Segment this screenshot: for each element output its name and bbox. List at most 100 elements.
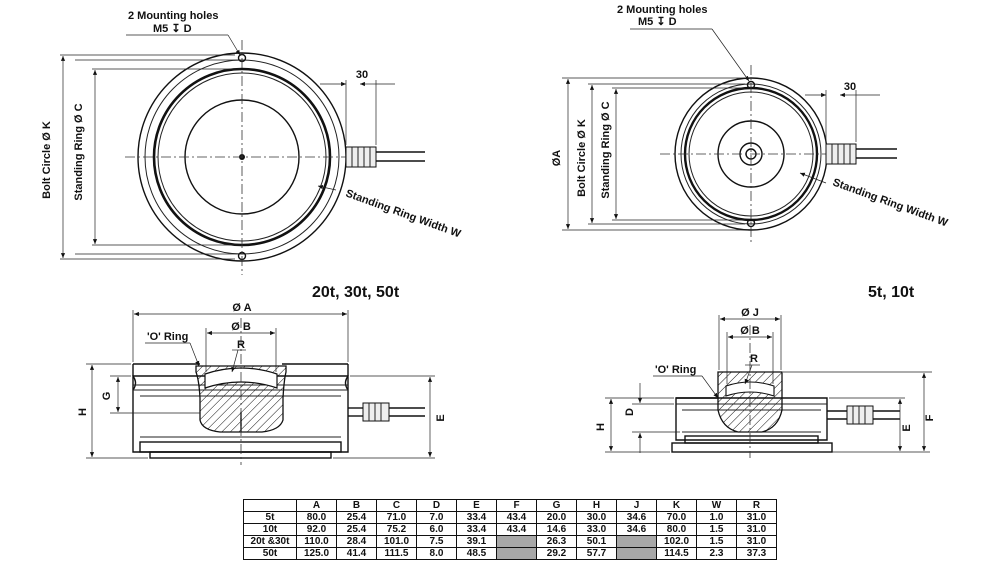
table-header-cell: D (416, 499, 457, 512)
table-cell: 1.5 (696, 523, 737, 536)
table-cell: 7.5 (416, 535, 457, 548)
table-cell: 125.0 (296, 547, 337, 560)
table-cell: 50.1 (576, 535, 617, 548)
table-cell: 29.2 (536, 547, 577, 560)
table-cell: 14.6 (536, 523, 577, 536)
table-cell: 80.0 (656, 523, 697, 536)
cable-gland (345, 146, 377, 168)
table-cell: 34.6 (616, 523, 657, 536)
technical-drawing: 30 2 Mounting holes M5 ↧ D Bolt Circle Ø… (41, 4, 950, 465)
mount-hole-bottom-small (746, 218, 756, 228)
table-cell: 111.5 (376, 547, 417, 560)
table-cell: 39.1 (456, 535, 497, 548)
table-cell: 43.4 (496, 523, 537, 536)
dia-b-label-left: Ø B (231, 321, 251, 333)
table-row-label: 5t (243, 511, 297, 524)
table-cell: 31.0 (736, 511, 777, 524)
standing-ring-label-right: Standing Ring Ø C (600, 101, 612, 198)
section-view-large: Ø A Ø B 'O' Ring R G H E (77, 302, 447, 465)
table-header-row: A B C D E F G H J K W R (243, 499, 777, 512)
dia-a-label: Ø A (232, 302, 251, 314)
section-view-small: Ø J Ø B R 'O' Ring H D E F (595, 307, 936, 458)
table-header-cell: W (696, 499, 737, 512)
table-cell: 48.5 (456, 547, 497, 560)
g-label: G (101, 392, 113, 401)
table-cell: 33.4 (456, 523, 497, 536)
table-cell: 20.0 (536, 511, 577, 524)
table-row-label: 50t (243, 547, 297, 560)
table-cell: 31.0 (736, 535, 777, 548)
e-label-left: E (435, 414, 447, 421)
table-header-cell: B (336, 499, 377, 512)
table-header-cell: K (656, 499, 697, 512)
table-header-cell: C (376, 499, 417, 512)
mounting-holes-label-left: 2 Mounting holes (128, 10, 218, 22)
table-header-cell: G (536, 499, 577, 512)
table-cell: 2.3 (696, 547, 737, 560)
plan-view-large: 30 2 Mounting holes M5 ↧ D Bolt Circle Ø… (41, 10, 463, 275)
table-cell: 33.4 (456, 511, 497, 524)
dia-j-label: Ø J (741, 307, 759, 319)
e-label-right: E (901, 424, 913, 431)
table-cell: 37.3 (736, 547, 777, 560)
f-label-right: F (924, 414, 936, 421)
table-cell: 25.4 (336, 523, 377, 536)
table-cell: 25.4 (336, 511, 377, 524)
table-cell: 70.0 (656, 511, 697, 524)
table-cell: 28.4 (336, 535, 377, 548)
diameter-a-label-right: ØA (551, 150, 563, 167)
table-cell: 31.0 (736, 523, 777, 536)
oring-label-left: 'O' Ring (147, 331, 188, 343)
cable-gland-small (825, 143, 857, 165)
table-cell: 34.6 (616, 511, 657, 524)
bolt-circle-label-left: Bolt Circle Ø K (41, 121, 53, 199)
table-cell: 110.0 (296, 535, 337, 548)
table-cell: 75.2 (376, 523, 417, 536)
table-cell: 41.4 (336, 547, 377, 560)
bolt-circle-label-right: Bolt Circle Ø K (576, 119, 588, 197)
table-header-cell: E (456, 499, 497, 512)
table-cell (496, 547, 537, 560)
table-cell: 43.4 (496, 511, 537, 524)
table-cell: 1.0 (696, 511, 737, 524)
table-cell (496, 535, 537, 548)
table-row-label: 10t (243, 523, 297, 536)
mounting-holes-label-right: 2 Mounting holes (617, 4, 707, 16)
dim-30-left: 30 (356, 69, 368, 81)
caption-large: 20t, 30t, 50t (312, 284, 400, 301)
table-cell: 57.7 (576, 547, 617, 560)
table-header-cell: J (616, 499, 657, 512)
table-header-cell: H (576, 499, 617, 512)
table-header-cell (243, 499, 297, 512)
dia-b-label-right: Ø B (740, 325, 760, 337)
mounting-thread-label-left: M5 ↧ D (153, 23, 192, 35)
table-cell: 1.5 (696, 535, 737, 548)
table-cell: 102.0 (656, 535, 697, 548)
caption-small: 5t, 10t (868, 284, 915, 301)
table-cell: 101.0 (376, 535, 417, 548)
table-cell (616, 547, 657, 560)
table-cell: 71.0 (376, 511, 417, 524)
width-w-label-left: Standing Ring Width W (344, 188, 463, 241)
table-cell (616, 535, 657, 548)
table-cell: 30.0 (576, 511, 617, 524)
table-cell: 92.0 (296, 523, 337, 536)
width-w-label-right: Standing Ring Width W (831, 177, 950, 230)
r-label-right: R (750, 353, 758, 365)
table-cell: 6.0 (416, 523, 457, 536)
table-row-label: 20t &30t (243, 535, 297, 548)
plan-view-small: 30 2 Mounting holes M5 ↧ D ØA Bolt Circl… (551, 4, 950, 245)
table-header-cell: A (296, 499, 337, 512)
mounting-thread-label-right: M5 ↧ D (638, 16, 677, 28)
table-cell: 8.0 (416, 547, 457, 560)
table-cell: 7.0 (416, 511, 457, 524)
oring-label-right: 'O' Ring (655, 364, 696, 376)
table-cell: 26.3 (536, 535, 577, 548)
dim-30-right: 30 (844, 81, 856, 93)
